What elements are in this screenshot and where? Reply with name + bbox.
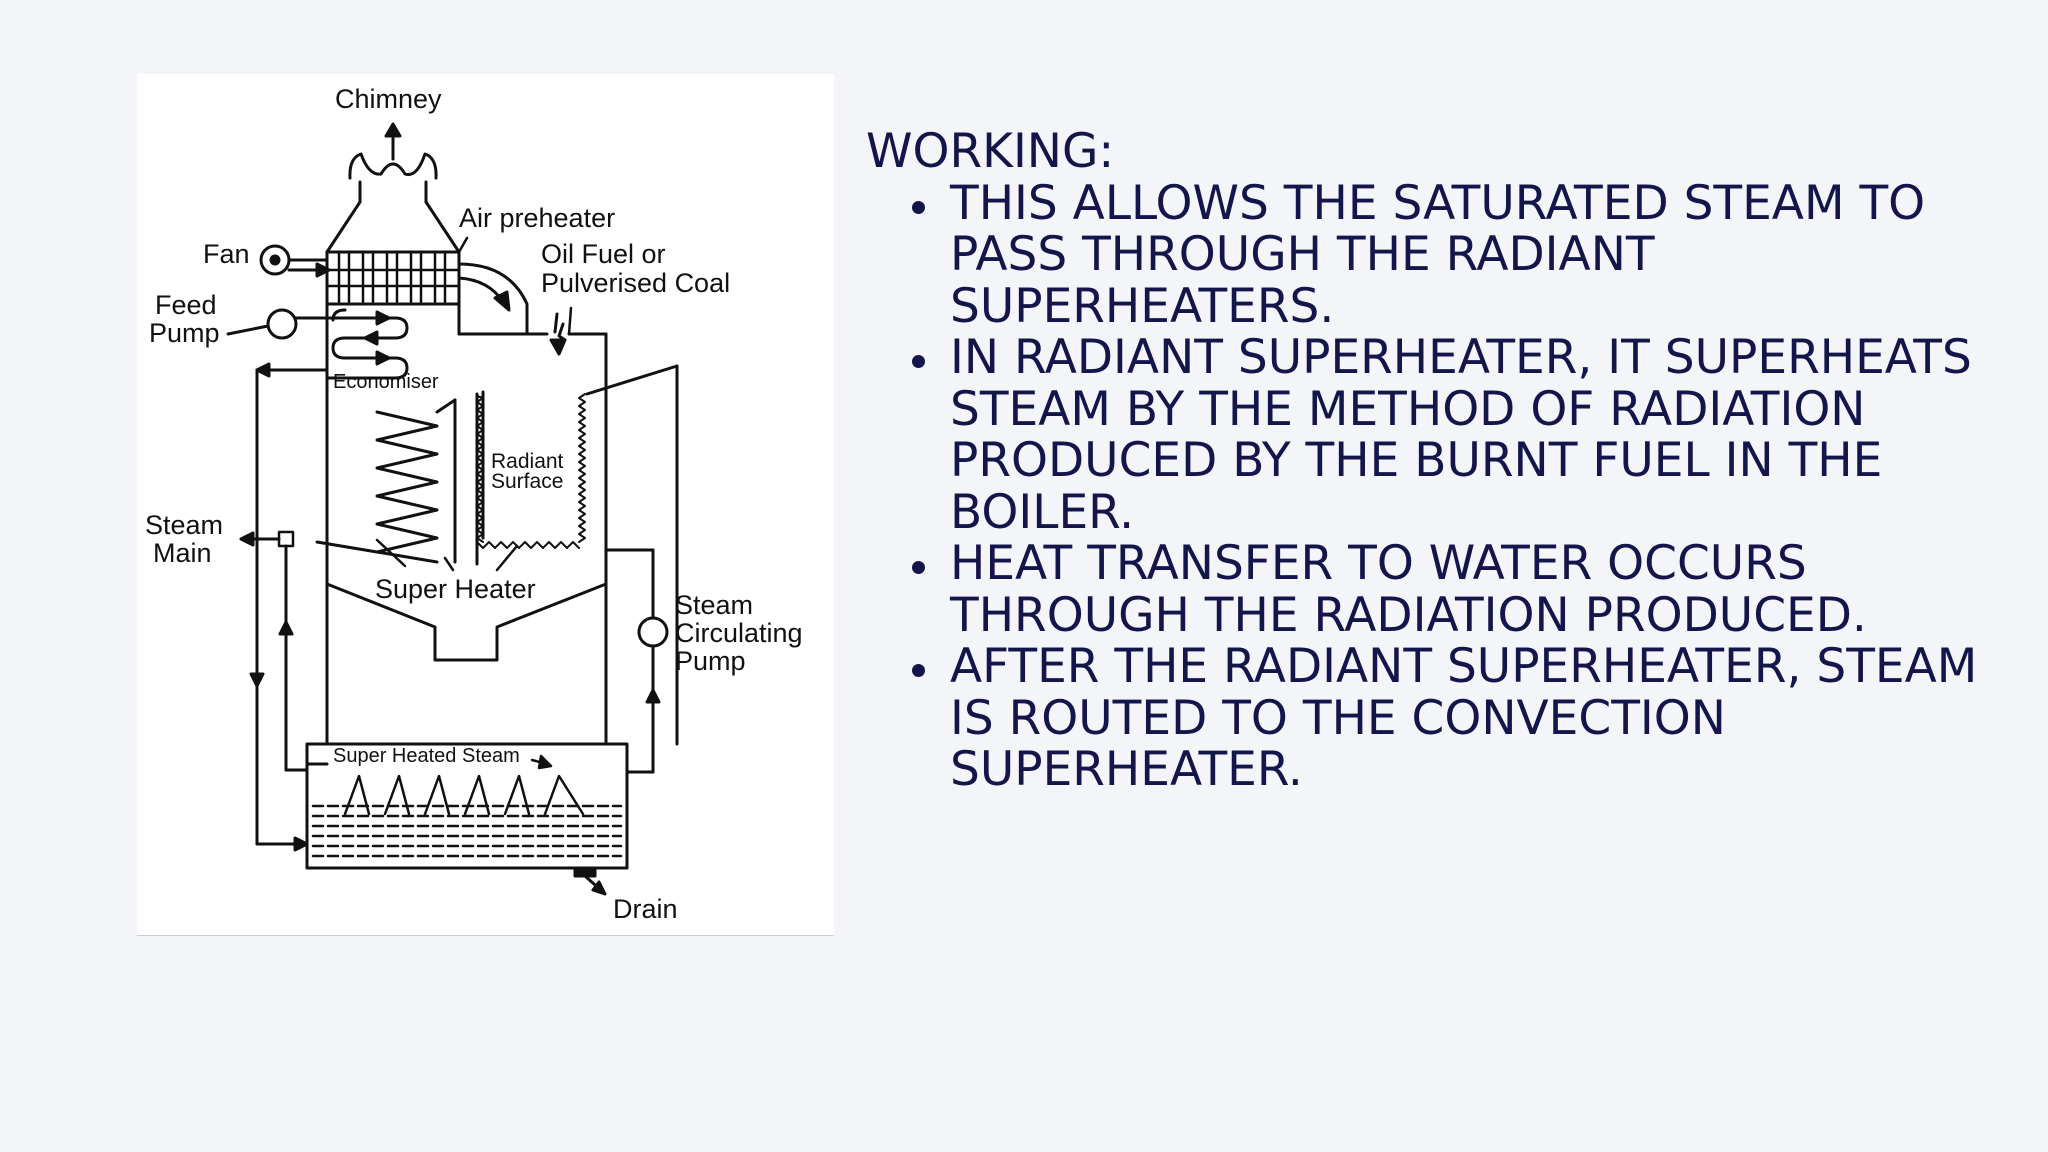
super-heater-pointers xyxy=(375,538,519,572)
label-feed-pump-2: Pump xyxy=(149,318,220,348)
ash-hopper xyxy=(325,582,608,662)
steam-drum xyxy=(255,684,629,870)
label-oil-fuel-2: Pulverised Coal xyxy=(541,268,730,298)
label-radiant-1: Radiant xyxy=(491,450,564,473)
bullet-item: HEAT TRANSFER TO WATER OCCURS THROUGH TH… xyxy=(912,538,2016,641)
label-circ-pump-3: Pump xyxy=(675,646,746,676)
bullet-item: AFTER THE RADIANT SUPERHEATER, STEAM IS … xyxy=(912,641,2016,796)
drain-pipe xyxy=(573,866,607,896)
steam-main-pipe xyxy=(239,530,295,772)
circulating-pump-symbol xyxy=(604,548,669,774)
label-economiser: Economiser xyxy=(333,371,439,393)
label-super-heater: Super Heater xyxy=(375,574,536,604)
bullet-item: IN RADIANT SUPERHEATER, IT SUPERHEATS ST… xyxy=(912,332,2016,538)
label-steam-main-1: Steam xyxy=(145,510,223,540)
label-super-heated-steam: Super Heated Steam xyxy=(333,745,520,767)
boiler-column xyxy=(325,250,608,746)
working-text: WORKING: THIS ALLOWS THE SATURATED STEAM… xyxy=(866,126,2016,796)
chimney-arrow xyxy=(384,122,402,161)
label-fan: Fan xyxy=(203,239,250,269)
label-radiant-2: Surface xyxy=(491,470,563,493)
label-feed-pump-1: Feed xyxy=(155,290,217,320)
feed-pump-symbol xyxy=(226,308,409,380)
label-chimney: Chimney xyxy=(335,84,442,114)
label-steam-main-2: Main xyxy=(153,538,212,568)
fuel-inlet xyxy=(457,262,567,356)
label-circ-pump-1: Steam xyxy=(675,590,753,620)
label-circ-pump-2: Circulating xyxy=(675,618,803,648)
super-heater-coil xyxy=(315,398,457,564)
working-heading: WORKING: xyxy=(866,124,1115,179)
drum-water xyxy=(311,804,623,858)
drum-risers xyxy=(343,754,585,816)
label-drain: Drain xyxy=(613,894,678,924)
label-air-preheater: Air preheater xyxy=(459,203,615,233)
bullet-item: THIS ALLOWS THE SATURATED STEAM TO PASS … xyxy=(912,177,2016,333)
boiler-diagram: Chimney Air preheater Fan Oil Fuel or Pu… xyxy=(137,74,834,936)
label-oil-fuel-1: Oil Fuel or xyxy=(541,239,666,269)
air-preheater-tubes xyxy=(325,252,461,304)
economiser-outlet xyxy=(249,362,329,688)
radiant-surface xyxy=(475,364,679,746)
chimney xyxy=(325,152,461,254)
working-bullet-list: THIS ALLOWS THE SATURATED STEAM TO PASS … xyxy=(866,177,2016,796)
label-pointers xyxy=(457,236,573,336)
boiler-diagram-svg: Chimney Air preheater Fan Oil Fuel or Pu… xyxy=(145,84,803,924)
fan-symbol xyxy=(259,244,331,278)
